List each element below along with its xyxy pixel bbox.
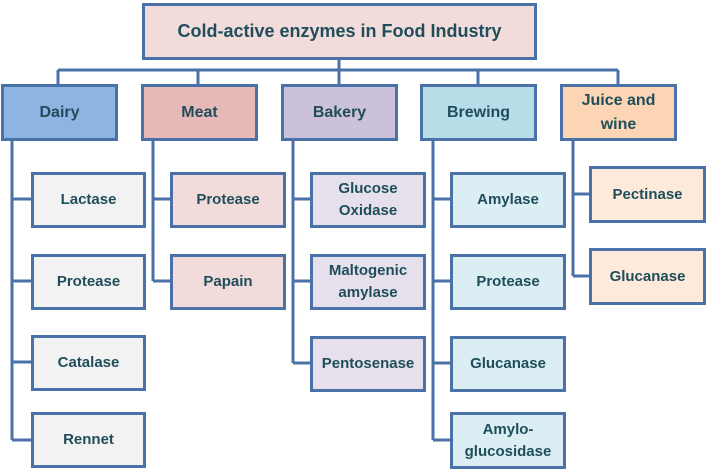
enzyme-label: Glucose Oxidase xyxy=(338,180,398,219)
enzyme-label: Protease xyxy=(56,273,121,291)
root-label: Cold-active enzymes in Food Industry xyxy=(177,21,502,42)
category-label: Brewing xyxy=(446,103,511,121)
enzyme-protease: Protease xyxy=(170,172,286,228)
enzyme-label: Pectinase xyxy=(612,185,683,203)
enzyme-protease: Protease xyxy=(31,254,146,310)
enzyme-glucanase: Glucanase xyxy=(589,248,706,305)
category-meat: Meat xyxy=(141,84,258,141)
category-label: Dairy xyxy=(39,103,80,121)
category-bakery: Bakery xyxy=(281,84,398,141)
category-juice-and-wine: Juice and wine xyxy=(560,84,677,141)
enzyme-lactase: Lactase xyxy=(31,172,146,228)
enzyme-label: Rennet xyxy=(63,431,114,449)
root-node: Cold-active enzymes in Food Industry xyxy=(142,3,537,60)
enzyme-papain: Papain xyxy=(170,254,286,310)
enzyme-label: Protease xyxy=(196,191,260,209)
enzyme-label: Lactase xyxy=(60,191,117,209)
enzyme-label: Glucanase xyxy=(609,267,686,285)
enzyme-pectinase: Pectinase xyxy=(589,166,706,223)
enzyme-glucanase: Glucanase xyxy=(450,336,566,392)
enzyme-label: Amylase xyxy=(477,191,539,209)
enzyme-label: Maltogenic amylase xyxy=(328,262,408,301)
enzyme-label: Papain xyxy=(203,273,253,291)
category-brewing: Brewing xyxy=(420,84,537,141)
enzyme-rennet: Rennet xyxy=(31,412,146,468)
enzyme-amylase: Amylase xyxy=(450,172,566,228)
enzyme-maltogenic-amylase: Maltogenic amylase xyxy=(310,254,426,310)
category-label: Meat xyxy=(181,103,218,121)
enzyme-label: Pentosenase xyxy=(321,355,415,373)
enzyme-label: Catalase xyxy=(57,354,120,372)
enzyme-label: Glucanase xyxy=(470,355,546,373)
category-label: Juice and wine xyxy=(581,92,656,133)
enzyme-label: Amylo-glucosidase xyxy=(464,420,552,460)
enzyme-glucose-oxidase: Glucose Oxidase xyxy=(310,172,426,228)
category-dairy: Dairy xyxy=(1,84,118,141)
enzyme-amyloglucosidase: Amylo-glucosidase xyxy=(450,412,566,469)
enzyme-label: Protease xyxy=(476,273,540,291)
enzyme-protease: Protease xyxy=(450,254,566,310)
enzyme-catalase: Catalase xyxy=(31,335,146,391)
enzyme-pentosenase: Pentosenase xyxy=(310,336,426,392)
category-label: Bakery xyxy=(312,103,367,121)
